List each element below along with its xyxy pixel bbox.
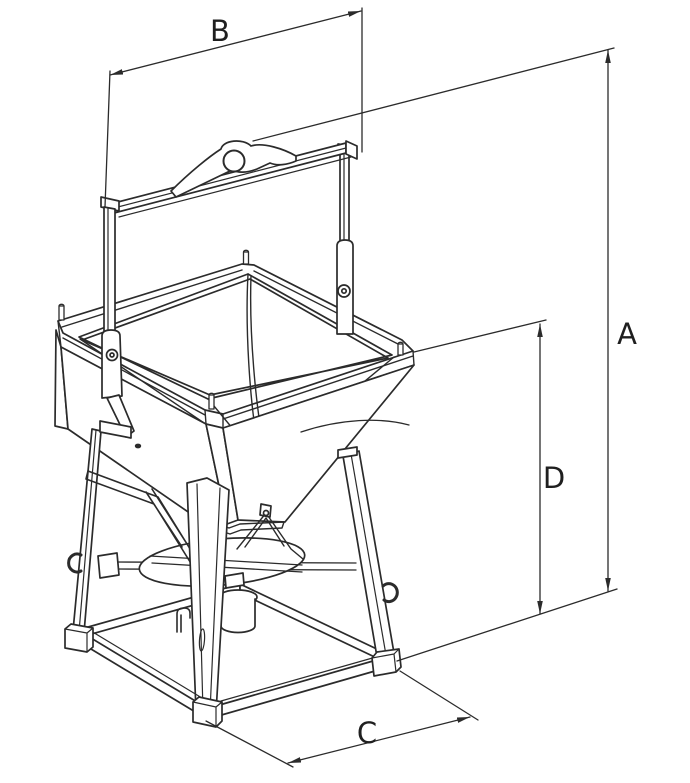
- bail-strap-left: [101, 329, 123, 399]
- stand-leg-front-slot: [198, 628, 206, 652]
- hopper-bolt-dot: [134, 443, 142, 449]
- stand-leg-right-inner: [350, 453, 387, 656]
- tie-rod-clamp: [97, 552, 120, 579]
- dim-B-extension-left: [104, 70, 111, 208]
- dim-C-extension-right: [399, 670, 479, 721]
- ring-left: [67, 552, 83, 574]
- dimension-C: C: [205, 670, 479, 768]
- foot-front: [192, 696, 223, 728]
- base-rail-front-left: [85, 634, 198, 714]
- outlet-spout: [220, 598, 256, 634]
- stand: [64, 420, 402, 728]
- dim-A-extension-top: [252, 47, 615, 142]
- stand-leg-right-tab: [337, 446, 358, 459]
- bail-post-left: [103, 206, 116, 342]
- dim-C-extension-left: [205, 720, 294, 768]
- base-rail-front-right-top: [220, 656, 377, 702]
- foot-left: [64, 623, 94, 653]
- latch-hook: [176, 607, 191, 633]
- concrete-skip-drawing: [54, 140, 415, 728]
- dimension-annotations: B A D C: [104, 7, 637, 768]
- dim-D-label: D: [543, 461, 565, 495]
- dimension-D: D: [413, 319, 565, 615]
- hopper-seam-line: [300, 419, 410, 433]
- gate-linkage-pin: [262, 509, 270, 517]
- stand-leg-front-inner: [196, 483, 221, 713]
- rim-corner-pins: [58, 249, 404, 410]
- bail-pivot-pin-right-center: [340, 287, 348, 295]
- dim-C-line: [287, 716, 471, 764]
- base-rail-front-left-top: [90, 630, 203, 699]
- dim-D-extension-top: [413, 319, 547, 353]
- dim-B-label: B: [210, 14, 230, 48]
- base-rail-rear-right: [239, 583, 382, 661]
- bail-pivot-pin-left-center: [109, 352, 115, 358]
- foot-left-edges: [64, 627, 94, 653]
- dimension-A: A: [252, 47, 637, 662]
- ring-right: [381, 582, 399, 604]
- gate-latch-block: [224, 572, 245, 589]
- dim-C-label: C: [357, 716, 377, 750]
- bail-crossbeam-end-cap: [345, 140, 358, 160]
- gate-lever-handle: [85, 470, 209, 582]
- base-rail-front-right: [215, 660, 376, 717]
- dim-A-extension-bottom: [396, 588, 618, 662]
- dim-B-line: [109, 10, 362, 76]
- foot-right: [371, 648, 402, 677]
- bail-pivot-pin-right: [337, 284, 351, 298]
- dimension-B: B: [104, 7, 363, 208]
- bail-pivot-pin-left: [105, 348, 119, 362]
- dim-A-label: A: [617, 317, 637, 351]
- lifting-bail: [100, 140, 358, 449]
- stand-leg-front: [186, 477, 230, 714]
- foot-right-edges: [371, 648, 400, 673]
- bail-crossbeam-lines: [113, 147, 352, 218]
- lifting-eye-hole: [222, 149, 246, 173]
- hopper-front-right-face: [222, 364, 415, 523]
- foot-front-edges: [192, 701, 223, 728]
- gate-frame-lines: [149, 555, 303, 573]
- stand-leg-left-inner: [78, 429, 97, 633]
- stand-leg-left-tab: [99, 420, 132, 439]
